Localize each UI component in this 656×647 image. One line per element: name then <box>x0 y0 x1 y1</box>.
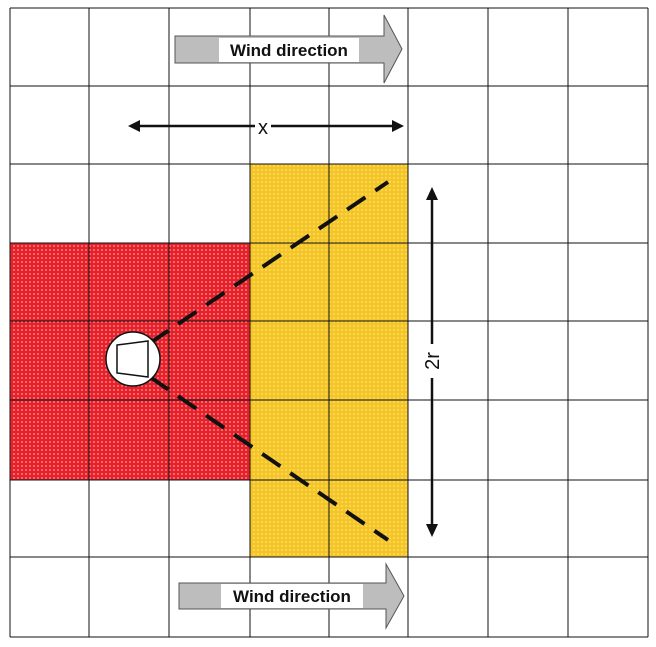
cone-lower-edge <box>148 375 390 542</box>
fan-source-icon <box>105 331 161 387</box>
dimension-x: x <box>128 116 404 139</box>
wind-arrow-bottom-label-bg <box>221 584 363 608</box>
dimension-2r: 2r <box>422 187 444 537</box>
dimension-2r-label: 2r <box>422 352 444 370</box>
wind-arrow-top-label: Wind direction <box>230 41 348 60</box>
wind-arrow-bottom: Wind direction <box>178 562 405 630</box>
wind-arrow-top-label-bg <box>219 38 359 62</box>
wind-arrow-top: Wind direction <box>174 14 403 84</box>
dispersion-cone <box>148 180 390 542</box>
grid <box>9 7 649 638</box>
dimension-x-label: x <box>258 117 268 139</box>
cone-upper-edge <box>148 180 390 345</box>
wind-arrow-bottom-label: Wind direction <box>233 587 351 606</box>
